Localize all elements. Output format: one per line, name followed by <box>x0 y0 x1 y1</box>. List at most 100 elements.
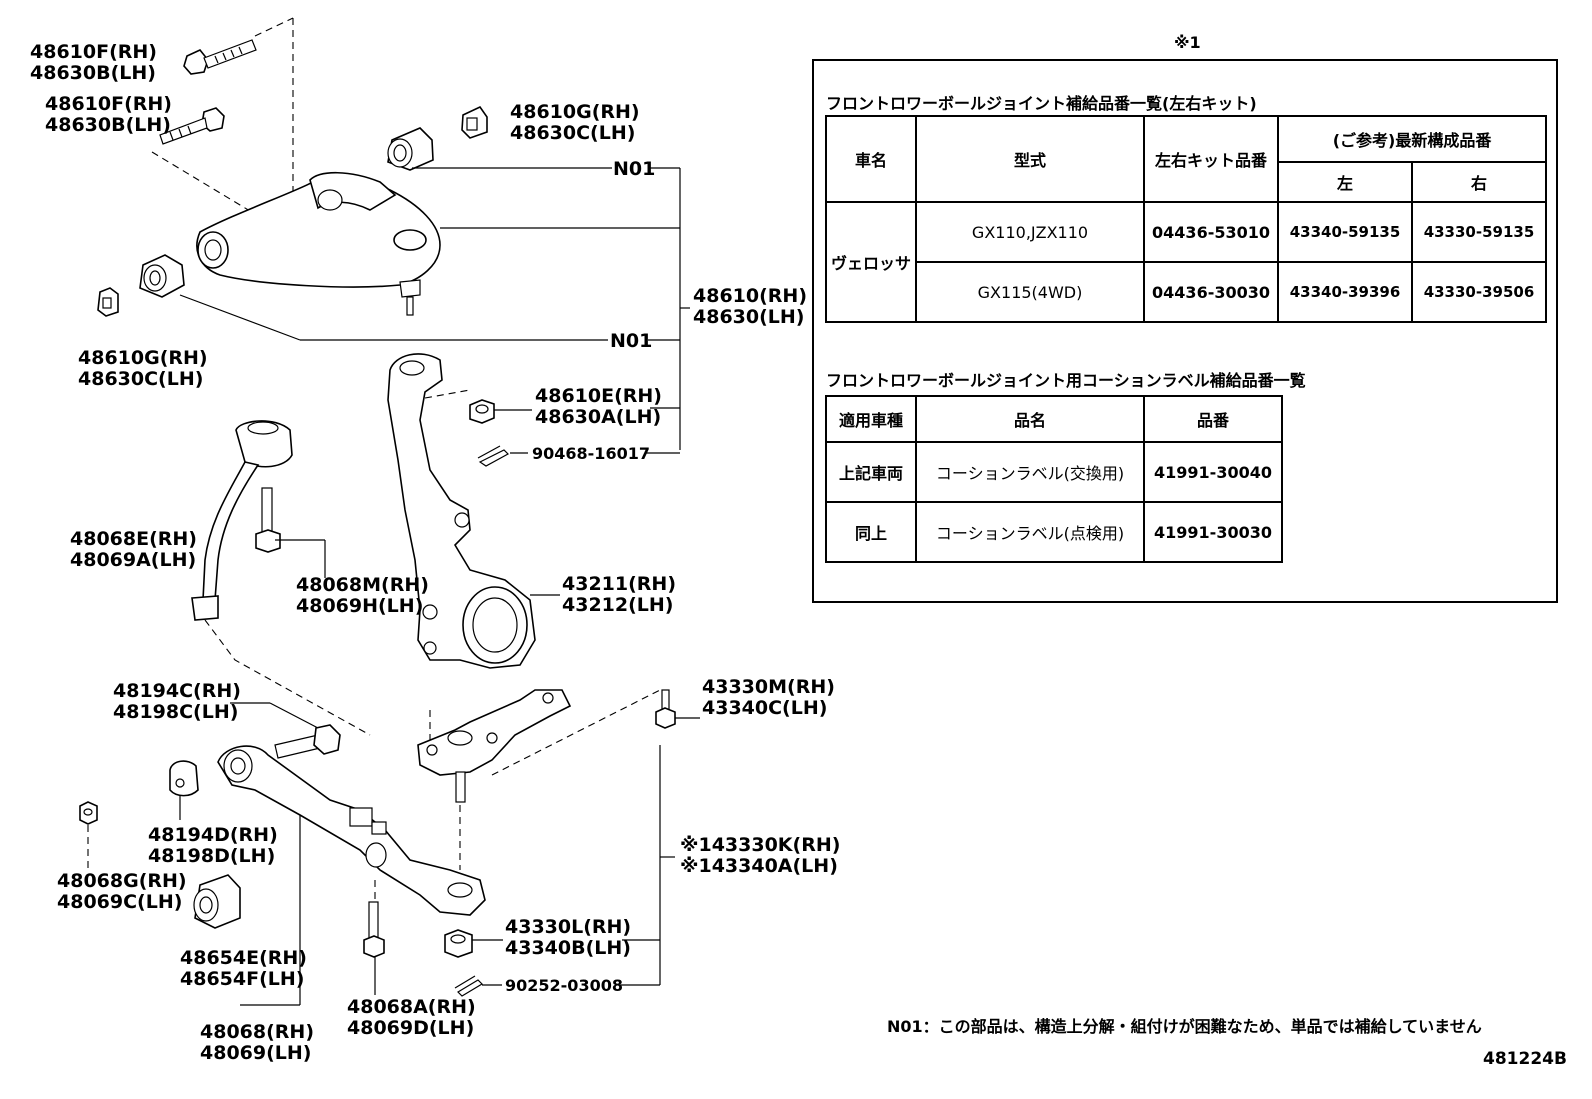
label-ball-joint-nut-rh: 43330L(RH) <box>505 916 631 938</box>
cell-vehicle: 上記車両 <box>825 441 917 503</box>
lower-bolt-bottom-drawing <box>363 901 385 958</box>
ball-joint-drawing <box>417 689 572 803</box>
th-vehicle: 車名 <box>824 115 918 203</box>
upper-cam-left-drawing <box>97 287 119 317</box>
cell-kit: 04436-53010 <box>1143 201 1280 263</box>
leader-lines <box>179 167 700 1006</box>
upper-nut-drawing <box>469 399 495 424</box>
label-upper-pin: 90468-16017 <box>532 444 650 463</box>
upper-guide-line-2 <box>151 151 266 221</box>
label-knuckle-rh: 43211(RH) <box>562 573 676 595</box>
upper-bolt-a-drawing <box>183 39 257 75</box>
label-upper-bushing-left-lh: 48630C(LH) <box>78 368 203 390</box>
upper-bushing-left-drawing <box>139 254 185 298</box>
lower-arm-drawing <box>217 745 486 916</box>
label-strut-bolt-lh: 48069H(LH) <box>296 595 423 617</box>
lower-cam-drawing <box>169 760 199 797</box>
strut-bolt-drawing <box>255 487 281 553</box>
cell-model: GX115(4WD) <box>915 261 1146 323</box>
label-lower-cam-lh: 48198D(LH) <box>148 845 275 867</box>
panel-reference-mark: ※1 <box>1174 33 1201 52</box>
table-row: GX115(4WD) 04436-30030 43340-39396 43330… <box>826 261 1547 323</box>
cell-right: 43330-59135 <box>1411 201 1547 263</box>
label-strut-bar-rh: 48068E(RH) <box>70 528 197 550</box>
ball-joint-nut-drawing <box>444 929 473 958</box>
label-upper-arm-lh: 48630(LH) <box>693 306 804 328</box>
label-upper-nut-lh: 48630A(LH) <box>535 406 661 428</box>
upper-bolt-b-drawing <box>159 107 225 145</box>
label-ball-joint-bolt-lh: 43340C(LH) <box>702 697 827 719</box>
label-lower-bolt-rh: 48194C(RH) <box>113 680 241 702</box>
label-upper-bolt-b-lh: 48630B(LH) <box>45 114 171 136</box>
cell-vehicle: 同上 <box>825 501 917 563</box>
upper-arm-drawing <box>196 171 441 316</box>
upper-bushing-large-drawing <box>387 127 434 171</box>
th-item-name: 品名 <box>915 395 1145 443</box>
label-lower-arm-rh: 48068(RH) <box>200 1021 314 1043</box>
supply-info-panel <box>812 59 1558 603</box>
upper-bushing-top-drawing <box>461 105 488 139</box>
label-lower-bushing-lh: 48654F(LH) <box>180 968 304 990</box>
label-upper-bushing-top-lh: 48630C(LH) <box>510 122 635 144</box>
knuckle-drawing <box>387 353 536 669</box>
table2-title: フロントロワーボールジョイント用コーションラベル補給品番一覧 <box>826 371 1306 390</box>
label-upper-bolt-a-lh: 48630B(LH) <box>30 62 156 84</box>
cell-left: 43340-39396 <box>1277 261 1413 323</box>
th-applicable-vehicle: 適用車種 <box>825 395 917 443</box>
label-strut-bolt-rh: 48068M(RH) <box>296 574 429 596</box>
label-upper-bolt-b-rh: 48610F(RH) <box>45 93 172 115</box>
strut-bar-drawing <box>191 420 293 621</box>
n01-note: N01：この部品は、構造上分解・組付けが困難なため、単品では補給していません <box>887 1017 1482 1036</box>
label-lower-cam-rh: 48194D(RH) <box>148 824 278 846</box>
label-ball-joint-rh: ※143330K(RH) <box>680 834 840 856</box>
label-lower-bolt-bottom-lh: 48069D(LH) <box>347 1017 474 1039</box>
th-model: 型式 <box>915 115 1146 203</box>
lower-pin-drawing <box>454 975 483 997</box>
diagram-code: 481224B <box>1483 1049 1567 1069</box>
lower-bushing-drawing <box>193 874 241 929</box>
ball-joint-bolt-drawing <box>655 689 676 729</box>
label-knuckle-lh: 43212(LH) <box>562 594 673 616</box>
cell-name: コーションラベル(点検用) <box>915 501 1145 563</box>
cell-vehicle: ヴェロッサ <box>824 201 918 323</box>
table-row: 上記車両 コーションラベル(交換用) 41991-30040 <box>825 441 1283 503</box>
upper-pin-drawing <box>477 445 509 467</box>
table1-title: フロントロワーボールジョイント補給品番一覧(左右キット) <box>826 94 1257 113</box>
cell-right: 43330-39506 <box>1411 261 1547 323</box>
label-lower-bolt-lh: 48198C(LH) <box>113 701 238 723</box>
label-ball-joint-bolt-rh: 43330M(RH) <box>702 676 835 698</box>
label-lower-nut-small-lh: 48069C(LH) <box>57 891 182 913</box>
table-row: 同上 コーションラベル(点検用) 41991-30030 <box>825 501 1283 563</box>
lower-bolt-drawing <box>274 724 341 759</box>
label-upper-bushing-top-rh: 48610G(RH) <box>510 101 640 123</box>
cell-model: GX110,JZX110 <box>915 201 1146 263</box>
label-upper-bolt-a-rh: 48610F(RH) <box>30 41 157 63</box>
cell-kit: 04436-30030 <box>1143 261 1280 323</box>
cell-part: 41991-30040 <box>1143 441 1283 503</box>
th-left: 左 <box>1277 161 1413 203</box>
label-lower-arm-lh: 48069(LH) <box>200 1042 311 1064</box>
th-reference: (ご参考)最新構成品番 <box>1277 115 1547 163</box>
ball-joint-kit-table: 車名 型式 左右キット品番 (ご参考)最新構成品番 左 右 ヴェロッサ GX11… <box>824 115 1547 323</box>
table-row: ヴェロッサ GX110,JZX110 04436-53010 43340-591… <box>824 201 1547 323</box>
label-n01-mid: N01 <box>610 330 652 352</box>
label-ball-joint-nut-lh: 43340B(LH) <box>505 937 631 959</box>
th-right: 右 <box>1411 161 1547 203</box>
cell-name: コーションラベル(交換用) <box>915 441 1145 503</box>
label-strut-bar-lh: 48069A(LH) <box>70 549 196 571</box>
label-lower-nut-small-rh: 48068G(RH) <box>57 870 187 892</box>
label-lower-bolt-bottom-rh: 48068A(RH) <box>347 996 476 1018</box>
label-upper-nut-rh: 48610E(RH) <box>535 385 662 407</box>
label-ball-joint-lh: ※143340A(LH) <box>680 855 838 877</box>
th-kit: 左右キット品番 <box>1143 115 1280 203</box>
label-lower-pin: 90252-03008 <box>505 976 623 995</box>
cell-part: 41991-30030 <box>1143 501 1283 563</box>
label-lower-bushing-rh: 48654E(RH) <box>180 947 307 969</box>
label-n01-top: N01 <box>613 158 655 180</box>
th-part-number: 品番 <box>1143 395 1283 443</box>
lower-nut-small-drawing <box>79 801 98 825</box>
caution-label-table: 適用車種 品名 品番 上記車両 コーションラベル(交換用) 41991-3004… <box>825 395 1283 563</box>
cell-left: 43340-59135 <box>1277 201 1413 263</box>
label-upper-arm-rh: 48610(RH) <box>693 285 807 307</box>
